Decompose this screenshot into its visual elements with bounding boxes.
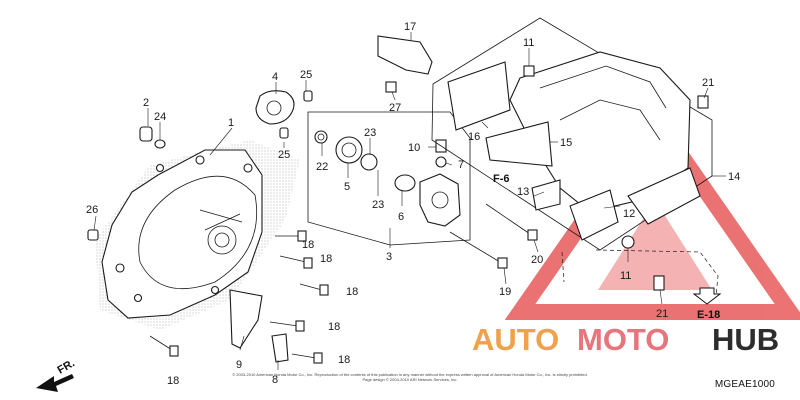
clip[interactable] [271,333,289,363]
callout-12: 12 [623,208,635,220]
callout-13: 13 [517,186,529,198]
callout-27: 27 [389,102,401,114]
leader-lines [93,32,726,370]
reference-e18: E-18 [697,309,720,321]
bolt[interactable] [319,284,329,296]
o-ring[interactable] [360,153,378,171]
seal-group [307,111,471,246]
bolt[interactable] [527,229,538,241]
dowel-pin[interactable] [279,127,289,139]
callout-10: 10 [408,142,420,154]
callout-25-lower: 25 [278,149,290,161]
bolt-set [149,230,329,364]
callout-18-e: 18 [338,354,350,366]
callout-23-top: 23 [364,127,376,139]
bearing[interactable] [335,136,363,164]
bracket[interactable] [377,35,433,75]
watermark-wordmark: AUTO MOTO HUB [472,322,779,357]
callout-11-lower: 11 [620,270,631,282]
crankcase-cover[interactable] [95,140,300,330]
callout-18-c: 18 [346,286,358,298]
bracket[interactable] [531,179,561,211]
callout-23-lower: 23 [372,199,384,211]
callout-16: 16 [468,131,480,143]
duct-panel[interactable] [485,121,553,167]
duct-panel[interactable] [447,61,511,131]
dowel-pin[interactable] [139,126,153,142]
diagram-code: MGEAE1000 [714,379,775,390]
watermark-moto: MOTO [577,322,669,357]
front-label: FR. [56,357,77,376]
callout-21-top: 21 [702,77,714,89]
e18-arrow-icon [692,287,722,305]
bracket[interactable] [569,189,619,241]
callout-2: 2 [143,97,149,109]
callout-14: 14 [728,171,740,183]
nut[interactable] [523,65,535,77]
watermark-auto: AUTO [472,322,559,357]
callout-4: 4 [272,71,278,83]
dowel-pin[interactable] [303,90,313,102]
bolt[interactable] [385,81,397,93]
bolt[interactable] [697,95,709,109]
callout-11-top: 11 [523,37,534,49]
copyright-notice: © 2003-2010 American Honda Motor Co., In… [232,372,588,382]
bolt[interactable] [653,275,665,291]
bolt[interactable] [303,257,313,269]
front-arrow-icon [36,374,74,392]
callout-26: 26 [86,204,98,216]
spring[interactable] [394,174,416,192]
callout-20: 20 [531,254,543,266]
cover-gasket[interactable] [255,90,295,125]
callout-25-top: 25 [300,69,312,81]
callout-7: 7 [458,159,464,171]
bolt[interactable] [297,230,307,242]
watermark-hub: HUB [712,322,779,357]
callout-15: 15 [560,137,572,149]
callout-21-lower: 21 [656,308,668,320]
bolt[interactable] [169,345,179,357]
callout-18-f: 18 [167,375,179,387]
reference-f6: F-6 [493,173,510,185]
callout-19: 19 [499,286,511,298]
callout-numbers: 1 2 3 4 5 6 7 8 9 10 11 11 12 13 14 15 1… [86,21,740,387]
grommet[interactable] [621,235,635,249]
dowel-pin[interactable] [87,229,99,241]
bolt[interactable] [497,257,508,269]
nut[interactable] [435,156,447,168]
callout-18-d: 18 [328,321,340,333]
callout-8: 8 [272,374,278,386]
o-ring[interactable] [154,139,166,149]
pump-body[interactable] [419,173,461,227]
callout-22: 22 [316,161,328,173]
oil-seal[interactable] [314,130,328,144]
callout-3: 3 [386,251,392,263]
callout-5: 5 [344,181,350,193]
callout-9: 9 [236,359,242,371]
callout-18-b: 18 [320,253,332,265]
bolt[interactable] [295,320,305,332]
callout-6: 6 [398,211,404,223]
callout-1: 1 [228,117,234,129]
callout-24: 24 [154,111,166,123]
bracket[interactable] [229,289,263,349]
bolt[interactable] [313,352,323,364]
duct-housing[interactable] [431,17,713,251]
callout-18-a: 18 [302,239,314,251]
callout-17: 17 [404,21,416,33]
